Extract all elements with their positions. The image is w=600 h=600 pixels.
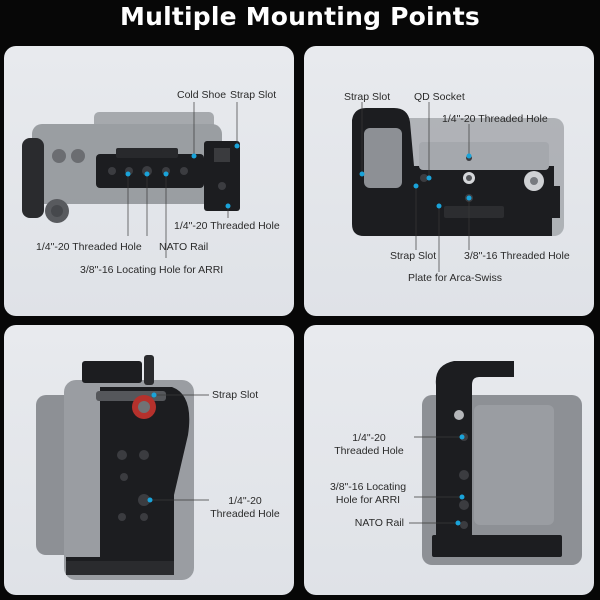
panel-left-side: Strap Slot 1/4"-20 Threaded Hole bbox=[4, 325, 294, 595]
top-view-illustration bbox=[22, 102, 240, 258]
label-nato-rail: NATO Rail bbox=[354, 517, 404, 529]
right-side-illustration bbox=[409, 361, 582, 565]
bottom-view-illustration bbox=[352, 102, 564, 272]
label-threaded-hole-line1: 1/4"-20 bbox=[228, 495, 262, 507]
label-strap-slot-top: Strap Slot bbox=[344, 91, 391, 103]
label-threaded-hole-left: 1/4"-20 Threaded Hole bbox=[36, 241, 142, 253]
label-strap-slot-bottom: Strap Slot bbox=[390, 250, 437, 262]
label-threaded-hole-line2: Threaded Hole bbox=[210, 508, 280, 520]
page-title: Multiple Mounting Points bbox=[120, 2, 480, 31]
label-threaded-hole-line1: 1/4"-20 bbox=[352, 432, 386, 444]
panel-top-view: Cold Shoe Strap Slot 1/4"-20 Threaded Ho… bbox=[4, 46, 294, 316]
label-locating-line1: 3/8"-16 Locating bbox=[329, 481, 407, 493]
label-threaded-hole-right: 1/4"-20 Threaded Hole bbox=[174, 220, 280, 232]
label-cold-shoe: Cold Shoe bbox=[177, 89, 227, 101]
label-locating-hole: 3/8"-16 Locating Hole for ARRI bbox=[80, 264, 224, 276]
label-nato-rail: NATO Rail bbox=[159, 241, 209, 253]
left-side-illustration bbox=[36, 355, 209, 580]
label-arca-plate: Plate for Arca-Swiss bbox=[408, 272, 502, 284]
label-qd-socket: QD Socket bbox=[414, 91, 465, 103]
panel-right-side: 1/4"-20 Threaded Hole 3/8"-16 Locating H… bbox=[304, 325, 594, 595]
panel-bottom-view: Strap Slot QD Socket 1/4"-20 Threaded Ho… bbox=[304, 46, 594, 316]
label-locating-line2: Hole for ARRI bbox=[335, 494, 401, 506]
label-threaded-hole-38: 3/8"-16 Threaded Hole bbox=[464, 250, 570, 262]
label-threaded-hole: 1/4"-20 Threaded Hole bbox=[442, 113, 548, 125]
label-strap-slot: Strap Slot bbox=[212, 389, 259, 401]
label-threaded-hole-line2: Threaded Hole bbox=[334, 445, 404, 457]
label-strap-slot: Strap Slot bbox=[230, 89, 277, 101]
